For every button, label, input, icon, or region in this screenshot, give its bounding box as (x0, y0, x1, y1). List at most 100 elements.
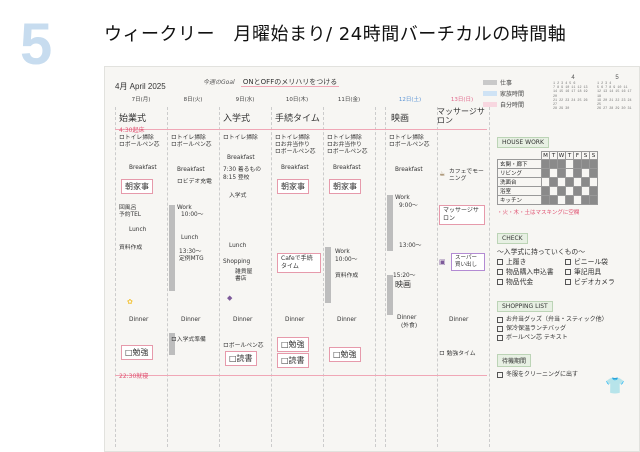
habit-cell[interactable] (581, 168, 590, 178)
habit-cell[interactable] (541, 159, 550, 169)
shopping-item[interactable]: 保冷保温ランチバッグ (497, 324, 637, 333)
event-sat: 映画 (391, 114, 410, 124)
note: ロトイレ掃除 (389, 135, 424, 141)
check-item[interactable]: 物品購入申込書 (497, 267, 565, 277)
checkbox-icon[interactable] (497, 259, 503, 265)
goal-text: ONとOFFのメリハリをつける (240, 78, 340, 87)
check-item[interactable]: ビデオカメラ (565, 277, 633, 287)
habit-cell[interactable] (573, 186, 582, 196)
note: 予約TEL (119, 212, 142, 218)
note: Dinner (129, 317, 149, 323)
calendar-row: 14 15 16 17 18 19 20 (553, 90, 588, 99)
shopping-box: スーパー買い出し (451, 253, 485, 271)
note: ロ 勉強タイム (439, 351, 476, 357)
bag-icon: ◆ (227, 294, 233, 302)
note: ロボールペン芯 (389, 142, 430, 148)
note: Breakfast (129, 165, 157, 171)
checkbox-icon[interactable] (497, 371, 503, 378)
col-divider (437, 107, 438, 447)
check-item[interactable]: 筆記用具 (565, 267, 633, 277)
check-item[interactable]: ビニール袋 (565, 257, 633, 267)
todo-item[interactable]: 冬服をクリーニングに出す (497, 370, 637, 380)
note: Work (395, 195, 410, 201)
checkbox-icon[interactable] (497, 316, 503, 323)
bedtime-line (115, 375, 487, 376)
habit-cell[interactable] (573, 195, 582, 205)
checkbox-icon[interactable] (565, 279, 571, 285)
check-list: 上履き 物品購入申込書 物品代金 ビニール袋 筆記用具 ビデオカメラ (497, 257, 637, 287)
habit-row: 洗面台 (497, 177, 598, 187)
habit-cell[interactable] (549, 159, 558, 169)
note: ロトイレ掃除 (119, 135, 154, 141)
habit-row-label: 玄関・廊下 (497, 159, 542, 169)
habit-cell[interactable] (557, 186, 566, 196)
habit-cell[interactable] (589, 195, 598, 205)
mini-calendar-april: 4 1 2 3 4 5 6 7 8 9 10 11 12 13 14 15 16… (553, 75, 593, 125)
wake-line (115, 129, 487, 130)
checkbox-icon[interactable] (497, 279, 503, 285)
habit-cell[interactable] (589, 177, 598, 187)
habit-cell[interactable] (581, 195, 590, 205)
checkbox-icon[interactable] (497, 334, 503, 341)
habit-cell[interactable] (557, 168, 566, 178)
checkbox-icon[interactable] (565, 259, 571, 265)
checkbox-icon[interactable] (497, 269, 503, 275)
note: (外食) (401, 323, 418, 329)
note: 回風呂 (119, 205, 137, 211)
habit-tracker: M T W T F S S 玄関・廊下 リビング 洗面台 浴室 キッチン (497, 151, 598, 205)
habit-cell[interactable] (573, 177, 582, 187)
bedtime-label: 22:30就寝 (119, 373, 149, 380)
check-item[interactable]: 物品代金 (497, 277, 565, 287)
note: Breakfast (177, 167, 205, 173)
legend-item-self: 自分時間 (483, 99, 543, 110)
habit-cell[interactable] (589, 168, 598, 178)
legend-label: 家族時間 (500, 91, 525, 98)
mini-calendars: 4 1 2 3 4 5 6 7 8 9 10 11 12 13 14 15 16… (553, 75, 637, 125)
note: Lunch (181, 235, 199, 241)
habit-cell[interactable] (541, 177, 550, 187)
legend-swatch (483, 102, 497, 107)
note: 映画 (395, 280, 411, 289)
habit-cell[interactable] (573, 159, 582, 169)
habit-cell[interactable] (581, 159, 590, 169)
note: 13:30〜 (179, 249, 202, 255)
habit-cell[interactable] (549, 195, 558, 205)
check-item-label: 筆記用具 (574, 268, 602, 276)
checkbox-icon[interactable] (565, 269, 571, 275)
habit-cell[interactable] (557, 177, 566, 187)
checkbox-icon[interactable] (497, 325, 503, 332)
habit-cell[interactable] (581, 177, 590, 187)
habit-cell[interactable] (549, 177, 558, 187)
work-block (387, 275, 393, 315)
shopping-item[interactable]: ボールペン芯 テキスト (497, 333, 637, 342)
habit-cell[interactable] (565, 195, 574, 205)
note: ロトイレ掃除 (327, 135, 362, 141)
habit-cell[interactable] (565, 159, 574, 169)
habit-row: キッチン (497, 195, 598, 205)
habit-cell[interactable] (541, 168, 550, 178)
habit-cell[interactable] (589, 186, 598, 196)
event-sun: マッサージサロン (437, 107, 485, 125)
habit-cell[interactable] (549, 168, 558, 178)
habit-cell[interactable] (541, 186, 550, 196)
col-divider (271, 107, 272, 447)
habit-cell[interactable] (557, 159, 566, 169)
note: ロボールペン芯 (119, 142, 160, 148)
habit-cell[interactable] (581, 186, 590, 196)
habit-cell[interactable] (565, 186, 574, 196)
note: Dinner (181, 317, 201, 323)
check-item[interactable]: 上履き (497, 257, 565, 267)
habit-cell[interactable] (565, 168, 574, 178)
note: 10:00〜 (335, 257, 358, 263)
habit-cell[interactable] (549, 186, 558, 196)
house-work-tag: HOUSE WORK (497, 137, 549, 148)
calendar-month: 5 (615, 75, 619, 81)
check-item-label: 上履き (506, 258, 527, 266)
habit-cell[interactable] (557, 195, 566, 205)
habit-cell[interactable] (541, 195, 550, 205)
note: 13:00〜 (399, 243, 422, 249)
habit-cell[interactable] (565, 177, 574, 187)
habit-cell[interactable] (589, 159, 598, 169)
shopping-item[interactable]: お弁当グッズ（弁当・スティック他） (497, 315, 637, 324)
habit-cell[interactable] (573, 168, 582, 178)
